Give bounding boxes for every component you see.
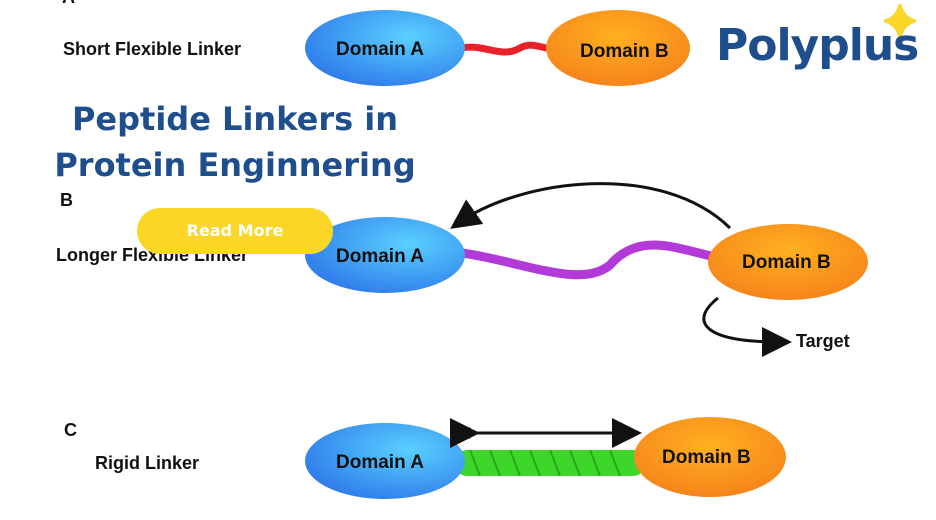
- domain-a-shape: [305, 423, 465, 499]
- panel-c-letter: C: [64, 420, 77, 440]
- rigid-linker: [455, 449, 645, 477]
- title-line-2: Protein Enginnering: [54, 146, 416, 184]
- domain-b-label: Domain B: [662, 447, 751, 468]
- domain-b-shape: [546, 10, 690, 86]
- longer-flexible-linker: [454, 240, 721, 280]
- domain-a-shape: [305, 10, 465, 86]
- panel-c-label: Rigid Linker: [95, 453, 199, 473]
- panel-b-letter: B: [60, 190, 73, 210]
- domain-a-shape: [305, 217, 465, 293]
- domain-a-label: Domain A: [336, 452, 424, 473]
- domain-a-label: Domain A: [336, 39, 424, 60]
- domain-b-label: Domain B: [580, 41, 669, 62]
- panel-a-label: Short Flexible Linker: [63, 39, 241, 59]
- logo-star-icon: [884, 4, 916, 38]
- domain-a-label: Domain A: [336, 246, 424, 267]
- curved-arrow: [450, 182, 732, 230]
- arrowhead-left: [460, 427, 470, 439]
- domain-b-shape: [634, 417, 786, 497]
- panel-a-letter: A: [62, 0, 75, 7]
- domain-b-shape: [708, 224, 868, 300]
- read-more-button[interactable]: Read More: [137, 208, 333, 254]
- page-title: Peptide Linkers in Protein Enginnering: [40, 96, 430, 188]
- target-arrow: [702, 296, 792, 357]
- domain-b-label: Domain B: [742, 252, 831, 273]
- title-line-1: Peptide Linkers in: [71, 100, 399, 138]
- short-flexible-linker: [453, 41, 561, 56]
- polyplus-logo: Polyplus: [716, 20, 919, 71]
- target-label: Target: [796, 331, 850, 351]
